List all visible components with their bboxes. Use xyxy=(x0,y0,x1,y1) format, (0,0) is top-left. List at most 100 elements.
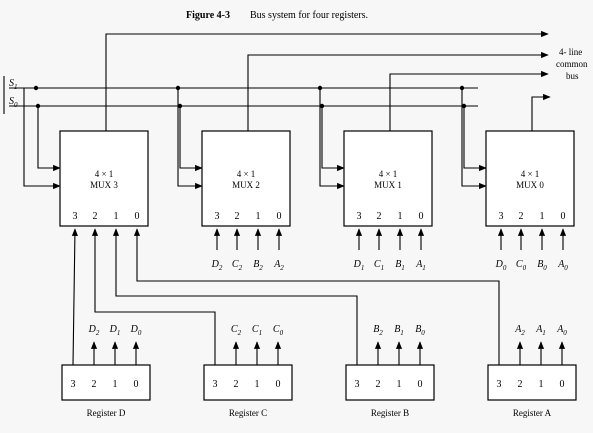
register-box xyxy=(487,364,577,401)
register-output-label: C0 xyxy=(273,324,284,337)
register-pin-label: 3 xyxy=(213,379,218,390)
register-pin-label: 0 xyxy=(276,379,281,390)
mux-input-label: C2 xyxy=(232,259,243,272)
bit-letter: B xyxy=(394,324,400,335)
mux-pin-label: 3 xyxy=(357,211,362,222)
select-s1-junction xyxy=(33,85,39,91)
bit-index: 2 xyxy=(521,329,525,337)
bit-index: 0 xyxy=(421,329,425,337)
bit-letter: C xyxy=(516,259,523,270)
bit-letter: A xyxy=(415,259,423,270)
wiring xyxy=(23,30,551,366)
mux-name: MUX 2 xyxy=(232,180,260,190)
bit-letter: D xyxy=(130,324,139,335)
mux-pin-label: 2 xyxy=(377,211,382,222)
register-output-label: C2 xyxy=(231,324,242,337)
figure-caption: Bus system for four registers. xyxy=(250,10,368,21)
mux-input-label: D1 xyxy=(353,259,365,272)
select-s1-label: S1 xyxy=(9,78,18,91)
register-output-label: A1 xyxy=(535,324,546,337)
register-output-label: C1 xyxy=(252,324,262,337)
register-name: Register D xyxy=(87,408,126,418)
select-s1-branch xyxy=(23,88,61,190)
mux-name: MUX 0 xyxy=(516,180,544,190)
bit-letter: C xyxy=(232,259,239,270)
register-name: Register B xyxy=(371,408,409,418)
route-d3 xyxy=(71,228,78,366)
bit-letter: C xyxy=(374,259,381,270)
register-output-label: D2 xyxy=(88,324,100,337)
bit-letter: C xyxy=(273,324,280,335)
bit-index: 1 xyxy=(117,329,121,337)
bit-index: 1 xyxy=(259,329,263,337)
bit-letter: D xyxy=(211,259,220,270)
register-name: Register A xyxy=(513,408,552,418)
bit-index: 0 xyxy=(138,329,142,337)
bit-index: 0 xyxy=(503,264,507,272)
bit-index: 2 xyxy=(219,264,223,272)
route-bit3-b xyxy=(112,228,358,365)
bus-label-line3: bus xyxy=(566,71,579,81)
mux-pin-label: 3 xyxy=(215,211,220,222)
bit-index: 0 xyxy=(543,264,547,272)
mux-input-label: A2 xyxy=(273,259,284,272)
bit-letter: B xyxy=(537,259,543,270)
mux-title: 4 × 1 xyxy=(237,169,256,179)
bit-letter: B xyxy=(415,324,421,335)
bit-index: 2 xyxy=(96,329,100,337)
mux-output-bus xyxy=(105,30,549,131)
bit-index: 1 xyxy=(401,264,405,272)
mux-input-label: B1 xyxy=(395,259,405,272)
bit-letter: A xyxy=(556,324,564,335)
bit-index: 2 xyxy=(259,264,263,272)
mux-input-label: A1 xyxy=(415,259,426,272)
register-pin-label: 1 xyxy=(255,379,260,390)
select-s1-branch xyxy=(461,88,487,190)
bus-label-line1: 4- line xyxy=(559,47,582,57)
mux-input-label: C0 xyxy=(516,259,527,272)
register-output-label: D1 xyxy=(109,324,121,337)
mux-pin-label: 0 xyxy=(135,211,140,222)
bit-letter: D xyxy=(88,324,97,335)
bit-index: 0 xyxy=(523,264,527,272)
register-output-label: A0 xyxy=(556,324,567,337)
register-pin-label: 1 xyxy=(397,379,402,390)
select-s0-branch xyxy=(463,106,487,172)
mux-title: 4 × 1 xyxy=(95,169,114,179)
register-box xyxy=(61,364,151,401)
mux-input-label: A0 xyxy=(557,259,568,272)
bit-index: 2 xyxy=(238,329,242,337)
mux-title: 4 × 1 xyxy=(521,169,540,179)
mux-box xyxy=(59,130,149,227)
figure-label: Figure 4-3 xyxy=(186,10,230,21)
mux-input-label: B0 xyxy=(537,259,547,272)
register-pin-label: 2 xyxy=(376,379,381,390)
mux-pin-label: 1 xyxy=(540,211,545,222)
mux-pin-label: 1 xyxy=(398,211,403,222)
bit-index: 2 xyxy=(280,264,284,272)
register-pin-label: 2 xyxy=(92,379,97,390)
select-s1-branch xyxy=(319,88,345,190)
register-pin-label: 3 xyxy=(497,379,502,390)
bit-letter: B xyxy=(253,259,259,270)
mux-pin-label: 2 xyxy=(93,211,98,222)
bit-letter: B xyxy=(395,259,401,270)
bit-letter: A xyxy=(557,259,565,270)
register-pin-label: 1 xyxy=(539,379,544,390)
route-bit3-a xyxy=(133,228,500,365)
mux-output-bus xyxy=(247,51,549,131)
register-box xyxy=(203,364,293,401)
mux-box xyxy=(201,130,291,227)
register-pin-label: 3 xyxy=(71,379,76,390)
register-pin-label: 2 xyxy=(234,379,239,390)
